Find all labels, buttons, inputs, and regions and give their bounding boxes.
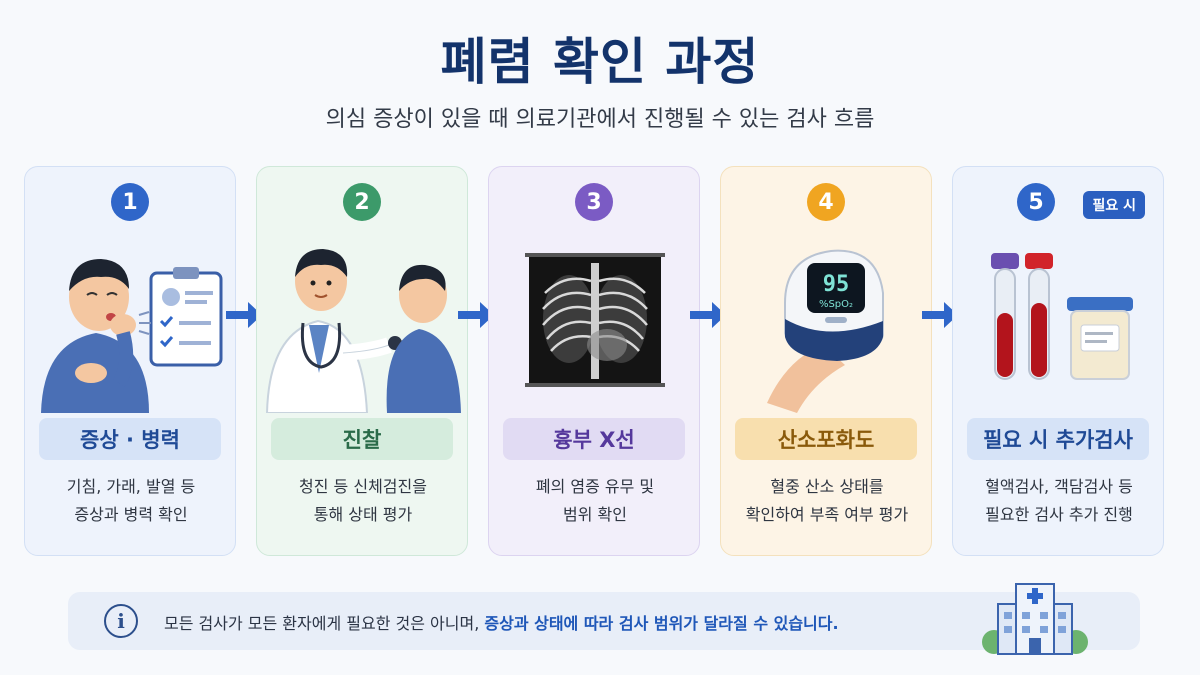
- step-desc-2-line1: 청진 등 신체검진을: [299, 477, 427, 496]
- step-desc-3: 폐의 염증 유무 및 범위 확인: [495, 473, 695, 529]
- step-label-2: 진찰: [271, 418, 453, 460]
- doctor-stethoscope-icon: [265, 249, 461, 413]
- oximeter-unit: %SpO₂: [819, 299, 853, 310]
- step-desc-1-line2: 증상과 병력 확인: [74, 505, 188, 524]
- oximeter-reading: 95: [823, 272, 850, 297]
- page-title: 폐렴 확인 과정: [440, 33, 760, 91]
- step-label-4: 산소포화도: [735, 418, 917, 460]
- step-number-3: 3: [575, 183, 613, 221]
- step-card-5: 5 필요 시 필요 시 추가검사 혈액검사, 객담검사 등 필요한 검사 추가 …: [952, 166, 1164, 556]
- hospital-building-icon: [982, 583, 1088, 655]
- page-subtitle: 의심 증상이 있을 때 의료기관에서 진행될 수 있는 검사 흐름: [325, 107, 875, 132]
- step-card-2: 2 진찰 청진 등 신체검진을 통해 상태 평가: [256, 166, 468, 556]
- arrow-right-icon: [922, 302, 958, 328]
- notice-text-highlight: 증상과 상태에 따라 검사 범위가 달라질 수 있습니다.: [484, 614, 839, 633]
- step-card-3: 3 흉부 X선 폐의 염증 유무 및 범위 확인: [488, 166, 700, 556]
- step-desc-4-line1: 혈중 산소 상태를: [770, 477, 884, 496]
- step-card-4: 4 95 %SpO₂ 산소포화도 혈중 산소 상태를 확인하여 부족 여부 평가: [720, 166, 932, 556]
- step-desc-3-line2: 범위 확인: [563, 505, 627, 524]
- step-number-5: 5: [1017, 183, 1055, 221]
- arrow-right-icon: [690, 302, 726, 328]
- step-label-5: 필요 시 추가검사: [967, 418, 1149, 460]
- info-icon: i: [104, 604, 138, 638]
- step-desc-5-line1: 혈액검사, 객담검사 등: [985, 477, 1133, 496]
- step-desc-5-line2: 필요한 검사 추가 진행: [985, 505, 1133, 524]
- notice-text-plain: 모든 검사가 모든 환자에게 필요한 것은 아니며,: [164, 614, 485, 633]
- step-label-1: 증상 · 병력: [39, 418, 221, 460]
- arrow-right-icon: [226, 302, 262, 328]
- step-desc-4-line2: 확인하여 부족 여부 평가: [745, 505, 909, 524]
- blood-tubes-sputum-cup-icon: [991, 253, 1133, 380]
- as-needed-badge: 필요 시: [1083, 191, 1145, 219]
- chest-xray-icon: [525, 253, 665, 387]
- step-desc-1: 기침, 가래, 발열 등 증상과 병력 확인: [31, 473, 231, 529]
- notice-bar: i 모든 검사가 모든 환자에게 필요한 것은 아니며, 증상과 상태에 따라 …: [68, 592, 1140, 650]
- coughing-patient-clipboard-icon: [41, 259, 223, 413]
- step-desc-2: 청진 등 신체검진을 통해 상태 평가: [263, 473, 463, 529]
- step-desc-5: 혈액검사, 객담검사 등 필요한 검사 추가 진행: [959, 473, 1159, 529]
- step-desc-4: 혈중 산소 상태를 확인하여 부족 여부 평가: [727, 473, 927, 529]
- step-card-1: 1 증상 · 병력 기침, 가래, 발열 등 증상과 병력 확인: [24, 166, 236, 556]
- step-desc-1-line1: 기침, 가래, 발열 등: [66, 477, 196, 496]
- notice-text: 모든 검사가 모든 환자에게 필요한 것은 아니며, 증상과 상태에 따라 검사…: [164, 610, 839, 634]
- step-desc-2-line2: 통해 상태 평가: [313, 505, 413, 524]
- step-desc-3-line1: 폐의 염증 유무 및: [535, 477, 655, 496]
- pulse-oximeter-icon: 95 %SpO₂: [767, 249, 884, 413]
- step-number-2: 2: [343, 183, 381, 221]
- step-number-4: 4: [807, 183, 845, 221]
- arrow-right-icon: [458, 302, 494, 328]
- step-label-3: 흉부 X선: [503, 418, 685, 460]
- step-number-1: 1: [111, 183, 149, 221]
